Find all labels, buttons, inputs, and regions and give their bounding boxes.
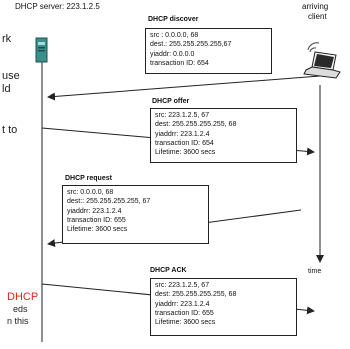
request-title: DHCP request [65, 175, 112, 182]
ack-line-src: src: 223.1.2.5, 67 [155, 282, 210, 289]
offer-box: src: 223.1.2.5, 67 dest: 255.255.255.255… [150, 108, 297, 163]
laptop-icon [303, 42, 341, 79]
ack-line-txid: transaction ID: 655 [155, 309, 214, 317]
server-label: DHCP server: 223.1.2.5 [15, 2, 100, 11]
background-text-6: n this [7, 316, 29, 326]
offer-line-txid: transaction ID: 654 [155, 139, 214, 147]
offer-line-lifetime: Lifetime: 3600 secs [155, 149, 216, 157]
background-text-2: use [2, 70, 20, 82]
background-text-1: rk [2, 33, 12, 45]
background-text-3: ld [2, 83, 11, 95]
request-line-yiaddr: yiaddrr: 223.1.2.4 [67, 207, 122, 215]
ack-line-yiaddr: yiaddrr: 223.1.2.4 [155, 300, 210, 308]
request-line-txid: transaction ID: 655 [67, 216, 126, 224]
request-line-lifetime: Lifetime: 3600 secs [67, 226, 128, 234]
arrow-discover [47, 75, 321, 101]
ack-box: src: 223.1.2.5, 67 dest: 255.255.255.255… [150, 278, 297, 336]
request-box: src: 0.0.0.0, 68 dest:: 255.255.255.255,… [62, 185, 209, 244]
request-line-dest: dest:: 255.255.255.255, 67 [67, 198, 151, 206]
request-line-src: src: 0.0.0.0, 68 [67, 189, 114, 196]
background-text-5: eds [13, 304, 28, 314]
discover-line-yiaddr: yiaddr: 0.0.0.0 [150, 50, 195, 58]
discover-box: src : 0.0.0.0, 68 dest.: 255.255.255.255… [145, 28, 272, 74]
ack-line-dest: dest: 255.255.255.255, 68 [155, 291, 237, 299]
offer-line-dest: dest: 255.255.255.255, 68 [155, 121, 237, 129]
time-label: time [308, 268, 322, 275]
background-text-4: t to [2, 124, 18, 136]
discover-line-src: src : 0.0.0.0, 68 [150, 32, 199, 39]
client-label-line2: client [308, 12, 327, 21]
server-icon [35, 37, 48, 63]
background-red-text: DHCP [7, 291, 39, 303]
discover-line-dest: dest.: 255.255.255.255,67 [150, 41, 232, 49]
client-label-line1: arriving [302, 2, 329, 11]
offer-title: DHCP offer [152, 98, 190, 105]
discover-title: DHCP discover [148, 16, 199, 23]
offer-line-src: src: 223.1.2.5, 67 [155, 112, 210, 119]
ack-title: DHCP ACK [150, 267, 187, 274]
ack-line-lifetime: Lifetime: 3600 secs [155, 319, 216, 327]
discover-line-txid: transaction ID: 654 [150, 59, 209, 67]
offer-line-yiaddr: yiaddrr: 223.1.2.4 [155, 130, 210, 138]
